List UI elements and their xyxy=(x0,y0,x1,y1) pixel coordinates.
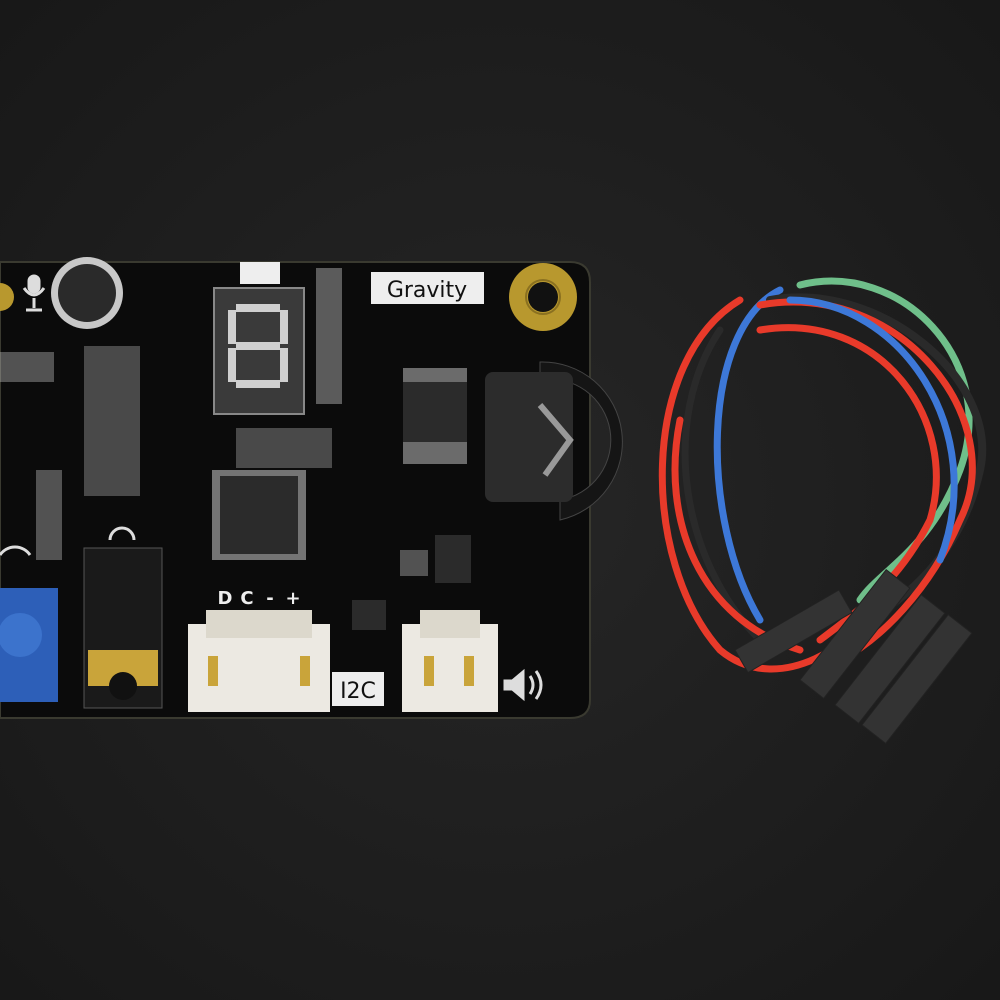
i2c-label: I2C xyxy=(340,679,376,704)
brand-label: Gravity xyxy=(387,278,467,303)
mounting-hole xyxy=(509,263,577,331)
speaker-icon xyxy=(503,668,543,702)
microphone xyxy=(51,257,123,329)
rotate-icon xyxy=(0,545,32,556)
microcontroller-chip xyxy=(212,470,306,560)
pin-label-c: C xyxy=(240,588,253,609)
pin-label-d: D xyxy=(218,588,233,609)
brand-label-bg xyxy=(371,272,484,304)
microphone-icon xyxy=(22,274,46,312)
dupont-connectors xyxy=(734,568,973,745)
rotary-switch xyxy=(485,361,623,521)
regulator-chip xyxy=(352,600,386,630)
speaker-connector xyxy=(402,610,498,712)
pin-label-vcc: + xyxy=(285,588,300,609)
voice-module-board: Gravity xyxy=(0,257,623,719)
amplifier-chip xyxy=(435,535,471,583)
i2c-connector xyxy=(188,610,330,712)
mounting-hole-left xyxy=(0,283,14,311)
flash-chip xyxy=(403,382,467,442)
seven-segment-display xyxy=(213,262,305,415)
potentiometer xyxy=(0,588,58,702)
headphone-icon xyxy=(108,526,136,541)
i2c-label-bg xyxy=(332,672,384,706)
smd-components xyxy=(0,268,428,576)
headphone-jack xyxy=(83,547,163,709)
pin-label-gnd: - xyxy=(266,588,273,609)
